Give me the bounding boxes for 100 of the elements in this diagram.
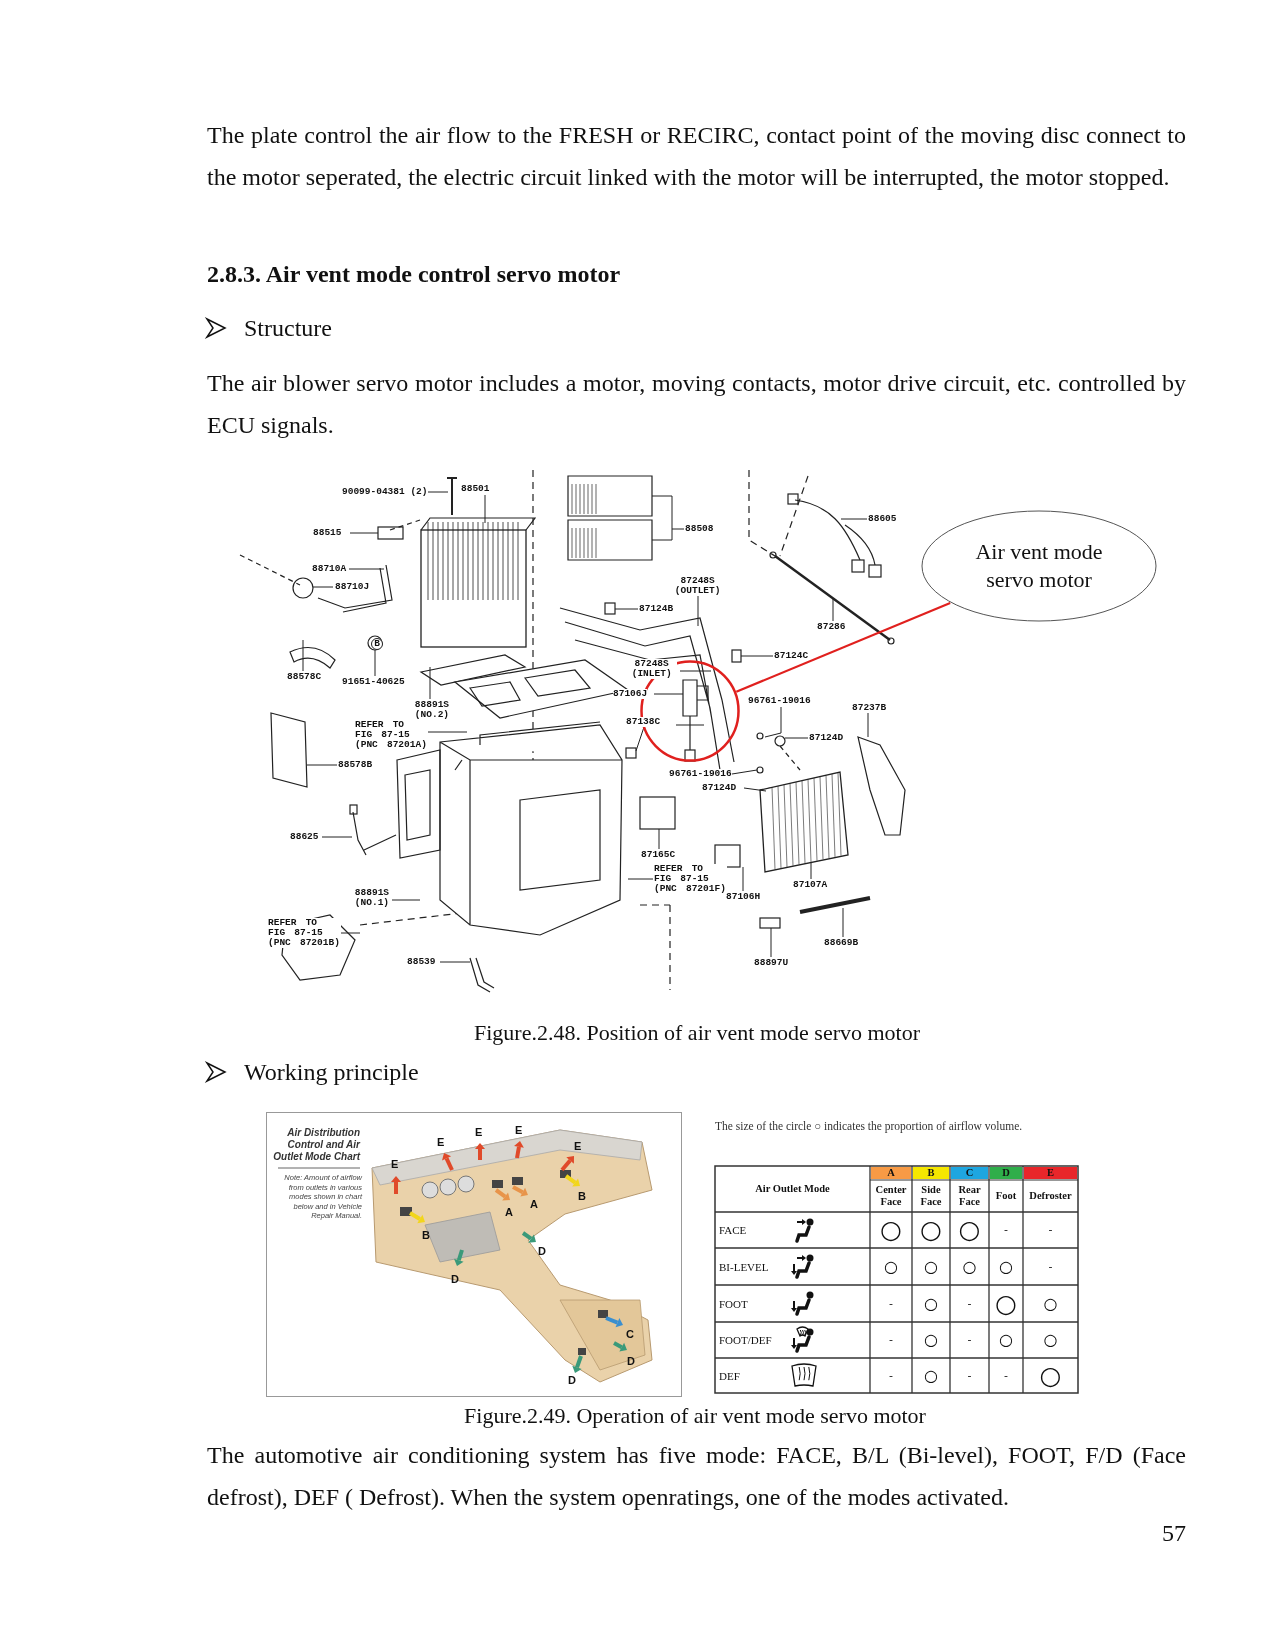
part-number: 88710J (335, 582, 370, 592)
mode-name: FACE (719, 1223, 747, 1238)
outlet-letter: E (574, 1140, 582, 1152)
part-number: 88891S (NO.2) (412, 700, 452, 720)
mode-name: FOOT (719, 1296, 748, 1312)
airflow-volume-mark: ○ (923, 1364, 939, 1387)
part-number: 88897U (754, 958, 789, 968)
part-number: 88891S (NO.1) (352, 888, 392, 908)
callout-text: Air vent mode servo motor (974, 538, 1104, 594)
part-number: 87165C (641, 850, 676, 860)
no-airflow-mark: - (1047, 1258, 1054, 1275)
airflow-volume-mark: ○ (923, 1255, 939, 1278)
section-heading: 2.8.3. Air vent mode control servo motor (207, 260, 621, 289)
airflow-volume-mark: ○ (879, 1214, 903, 1246)
part-number: 90099-04381 (2) (342, 487, 428, 497)
column-letter-cell: A (871, 1167, 911, 1179)
body-paragraph: The automotive air conditioning system has five mode: FACE, B/L (Bi-level), FOOT, F/D (Face defrost), DEF ( Defrost). When the system openratings, one of the modes activated. (207, 1441, 1186, 1512)
leader-line (735, 601, 951, 693)
mode-name: DEF (719, 1368, 740, 1384)
part-number: 87138C (626, 717, 661, 727)
no-airflow-mark: - (1047, 1222, 1054, 1238)
column-letter-cell: E (1024, 1167, 1077, 1179)
part-number: 88578B (338, 760, 373, 770)
outlet-letter: D (627, 1355, 635, 1367)
outlet-letter: E (437, 1136, 445, 1148)
part-number: 88578C (287, 672, 322, 682)
outlet-letter: E (515, 1124, 523, 1136)
mode-name: FOOT/DEF (719, 1333, 772, 1348)
outlet-letter: E (475, 1126, 483, 1138)
part-number: 87106H (726, 892, 761, 902)
no-airflow-mark: - (1003, 1222, 1009, 1238)
column-header: Air Outlet Mode (754, 1182, 831, 1196)
part-number: 88710A (312, 564, 347, 574)
part-number: REFER TO FIG 87-15 (PNC 87201A) (355, 720, 428, 750)
column-header: Rear Face (957, 1183, 982, 1209)
figure-caption: Figure.2.49. Operation of air vent mode servo motor (463, 1402, 927, 1430)
airflow-volume-mark: ○ (998, 1255, 1014, 1278)
part-number: 88508 (685, 524, 714, 534)
no-airflow-mark: - (966, 1332, 973, 1348)
airflow-volume-mark: ○ (961, 1255, 978, 1278)
airflow-volume-mark: ○ (883, 1255, 899, 1278)
table-note: The size of the circle ○ indicates the proportion of airflow volume. (715, 1119, 1023, 1133)
part-number: 87286 (817, 622, 846, 632)
part-number: 88539 (407, 957, 436, 967)
column-letter-cell: C (951, 1167, 988, 1179)
column-header: Center Face (874, 1183, 908, 1209)
airflow-volume-mark: ○ (957, 1214, 982, 1246)
part-number: 88501 (461, 484, 490, 494)
no-airflow-mark: - (966, 1295, 973, 1312)
no-airflow-mark: - (888, 1295, 894, 1312)
column-header: Side Face (919, 1183, 943, 1209)
part-number: 88515 (313, 528, 342, 538)
airflow-volume-mark: ○ (998, 1329, 1014, 1351)
no-airflow-mark: - (888, 1367, 894, 1384)
column-letter-cell: B (913, 1167, 949, 1179)
part-number: 87124D (809, 733, 844, 743)
column-header: Foot (994, 1189, 1018, 1203)
airflow-volume-mark: ○ (923, 1292, 939, 1315)
airflow-volume-mark: ○ (994, 1287, 1018, 1320)
part-number: 87124B (639, 604, 674, 614)
part-number: 96761-19016 (748, 696, 811, 706)
part-number: 91651-40625 (342, 677, 405, 687)
part-number: REFER TO FIG 87-15 (PNC 87201F) (654, 864, 727, 894)
column-header: Defroster (1028, 1189, 1073, 1203)
chart-title: Air Distribution Control and Air Outlet Mode Chart (272, 1127, 360, 1163)
outlet-letter: B (422, 1229, 430, 1241)
body-paragraph: The air blower servo motor includes a motor, moving contacts, motor drive circuit, etc. controlled by ECU signals. (207, 369, 1186, 440)
outlet-letter: C (626, 1328, 634, 1340)
page-number: 57 (1161, 1519, 1186, 1548)
part-number: 87124D (702, 783, 737, 793)
part-number: 88605 (868, 514, 897, 524)
callout-ellipse (921, 510, 1157, 622)
mode-name: BI-LEVEL (719, 1259, 769, 1275)
outlet-letter: D (538, 1245, 546, 1257)
part-number: 87107A (793, 880, 828, 890)
airflow-volume-mark: ○ (1042, 1292, 1059, 1315)
airflow-volume-mark: ○ (1042, 1329, 1059, 1351)
airflow-volume-mark: ○ (923, 1329, 939, 1351)
outlet-letter: D (568, 1374, 576, 1386)
airflow-volume-mark: ○ (919, 1214, 943, 1246)
outlet-letter: D (451, 1273, 459, 1285)
bullet-heading: Working principle (244, 1058, 419, 1087)
part-number: 88625 (290, 832, 319, 842)
part-number: 87237B (852, 703, 887, 713)
column-letter-cell: D (990, 1167, 1022, 1179)
outlet-letter: E (391, 1158, 399, 1170)
bullet-heading: Structure (244, 314, 332, 343)
outlet-letter: B (578, 1190, 586, 1202)
body-paragraph: The plate control the air flow to the FRESH or RECIRC, contact point of the moving disc connect to the motor seperated, the electric circuit linked with the motor will be interrupted, the motor stopped. (207, 121, 1186, 192)
part-number: 88669B (824, 938, 859, 948)
part-number: 96761-19016 (669, 769, 732, 779)
figure-caption: Figure.2.48. Position of air vent mode servo motor (472, 1019, 922, 1047)
part-number: REFER TO FIG 87-15 (PNC 87201B) (268, 918, 341, 948)
no-airflow-mark: - (966, 1367, 973, 1384)
airflow-volume-mark: ○ (1038, 1359, 1063, 1392)
circled-reference-letter: B (371, 638, 383, 650)
part-number: 87124C (774, 651, 809, 661)
no-airflow-mark: - (888, 1332, 894, 1348)
no-airflow-mark: - (1003, 1367, 1009, 1384)
outlet-letter: A (505, 1206, 513, 1218)
